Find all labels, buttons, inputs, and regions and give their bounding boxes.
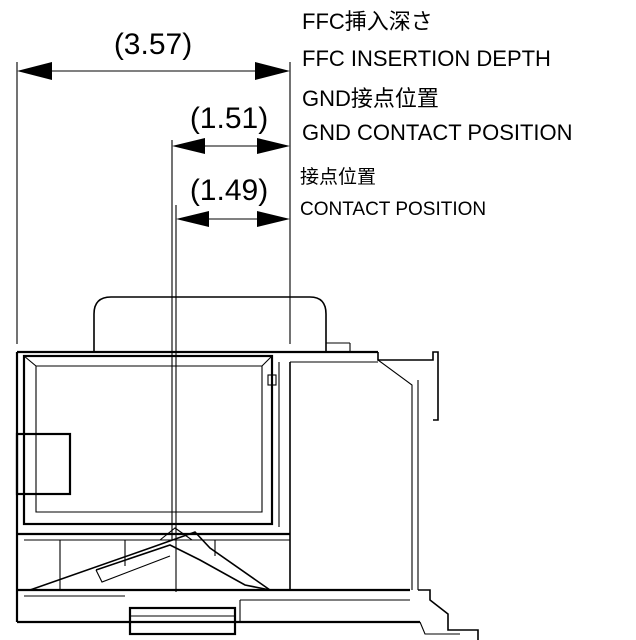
dimension-value-3-57: (3.57) [114, 28, 192, 61]
label-gnd-contact-position-jp: GND接点位置 [302, 86, 439, 111]
right-foot [418, 589, 479, 640]
label-ffc-insertion-depth-en: FFC INSERTION DEPTH [302, 46, 551, 71]
latch-lever [377, 351, 439, 421]
latch-inner-line [377, 359, 413, 590]
arrowhead-gnd-right [257, 138, 290, 154]
label-contact-position-jp: 接点位置 [300, 166, 376, 188]
dimension-ffc-insertion-depth: (3.57) FFC挿入深さ FFC INSERTION DEPTH [16, 9, 551, 344]
ffc-pocket-inner [35, 366, 263, 513]
contact-spring-tip [95, 555, 171, 583]
connector-body [15, 296, 479, 640]
left-notch [15, 432, 72, 496]
contact-point [159, 527, 193, 541]
actuator-cap [93, 296, 327, 352]
arrowhead-contact-right [257, 211, 290, 227]
ffc-pocket-outer [22, 354, 274, 526]
label-gnd-contact-position-en: GND CONTACT POSITION [302, 120, 573, 145]
solder-tab [128, 606, 237, 636]
label-contact-position-en: CONTACT POSITION [300, 199, 486, 220]
pocket-small-stop [267, 374, 277, 386]
dimension-gnd-contact-position: (1.51) GND接点位置 GND CONTACT POSITION [171, 86, 573, 540]
dimension-value-1-51: (1.51) [190, 102, 268, 135]
ffc-pocket-bevel-top [23, 355, 273, 367]
arrowhead-gnd-left [172, 138, 205, 154]
arrowhead-contact-left [176, 211, 209, 227]
dimension-value-1-49: (1.49) [190, 174, 268, 207]
arrowhead-left [17, 62, 52, 80]
label-ffc-insertion-depth-jp: FFC挿入深さ [302, 9, 433, 34]
contact-spring-upper [29, 531, 271, 591]
dimension-contact-position: (1.49) 接点位置 CONTACT POSITION [175, 166, 486, 592]
right-foot-inner [419, 621, 460, 635]
arrowhead-right [255, 62, 290, 80]
contact-spring-lower [95, 544, 271, 591]
